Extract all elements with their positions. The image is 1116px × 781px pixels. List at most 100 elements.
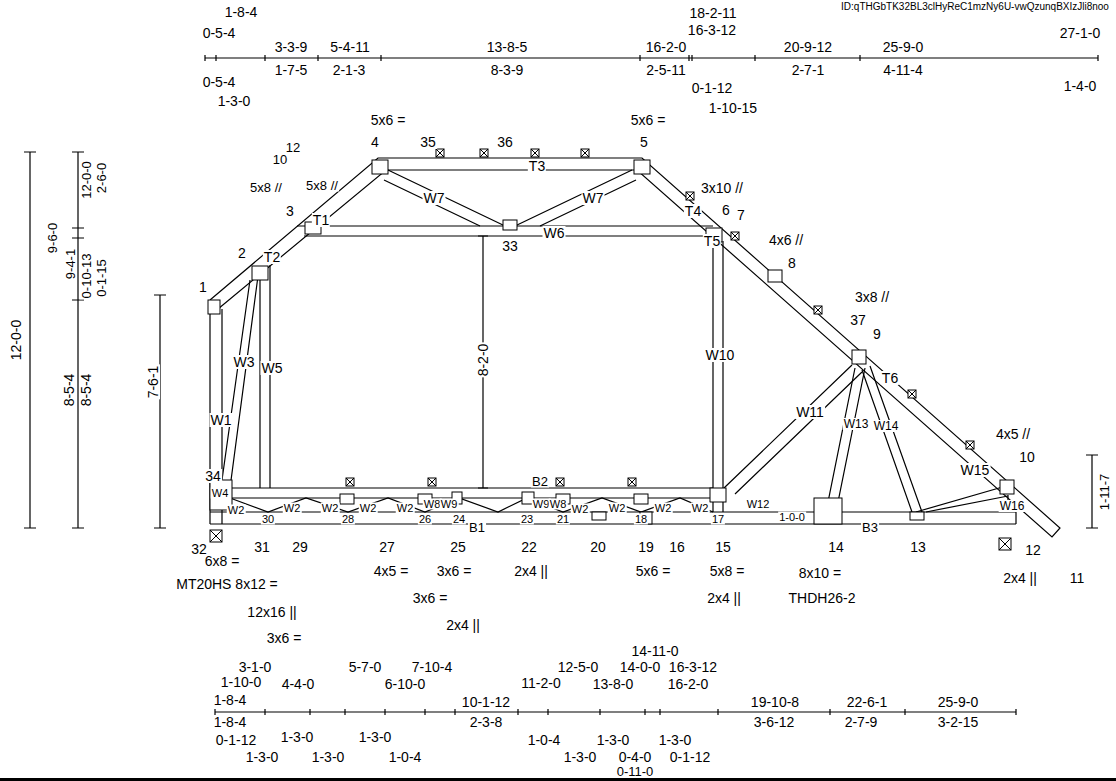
truss-label: B3	[861, 521, 879, 534]
truss-label: 16-3-12	[687, 23, 737, 37]
truss-label: 3x6 =	[266, 631, 303, 645]
truss-label: 0-1-12	[691, 81, 733, 95]
truss-label: W10	[705, 348, 736, 362]
truss-label: W14	[873, 420, 900, 432]
truss-label: 27-1-0	[1059, 26, 1101, 40]
truss-label: W12	[746, 499, 771, 510]
truss-label: 15	[714, 540, 732, 554]
truss-label: 7	[736, 208, 746, 222]
truss-label: 3-2-15	[937, 715, 979, 729]
truss-label: 25-9-0	[882, 40, 924, 54]
truss-label: W15	[960, 463, 991, 477]
truss-label: W8	[549, 499, 568, 510]
truss-label: 10	[1018, 450, 1036, 464]
truss-label: 25	[449, 540, 467, 554]
truss-label: 2x4 ||	[445, 618, 481, 632]
truss-label: W2	[571, 504, 590, 515]
truss-label: 19	[637, 540, 655, 554]
truss-label: 10	[272, 153, 288, 166]
truss-label: 26	[418, 514, 432, 525]
truss-label: 2-7-9	[844, 715, 879, 729]
truss-label: 2x4 ||	[706, 591, 742, 605]
truss-label: 27	[378, 540, 396, 554]
truss-label: 3	[285, 204, 295, 218]
truss-label: 22-6-1	[846, 695, 888, 709]
truss-label: 0-5-4	[202, 26, 237, 40]
truss-label: 1-10-0	[220, 675, 262, 689]
truss-label: 3x10 //	[700, 181, 744, 195]
truss-label: 29	[291, 540, 309, 554]
truss-label: T4	[684, 204, 702, 218]
truss-label: 2x4 ||	[1002, 571, 1038, 585]
truss-label: 0-11-0	[616, 765, 655, 778]
truss-label: 5	[639, 135, 649, 149]
truss-label: W6	[543, 226, 566, 240]
truss-label: 4-11-4	[882, 63, 923, 77]
truss-label: W2	[396, 503, 415, 514]
truss-label: T3	[528, 159, 546, 173]
truss-label: 4-4-0	[281, 677, 316, 691]
truss-label: T1	[312, 213, 330, 227]
truss-label: 0-1-12	[215, 733, 257, 747]
truss-label: 16	[668, 540, 686, 554]
truss-label: 1-4-0	[1063, 79, 1098, 93]
truss-label: 0-5-4	[202, 75, 237, 89]
truss-label: ID:qTHGbTK32BL3clHyReC1mzNy6U-vwQzunqBXI…	[840, 2, 1110, 12]
truss-label: 5x8 //	[249, 181, 283, 194]
truss-label: W2	[321, 503, 340, 514]
truss-label: B1	[468, 521, 486, 534]
truss-label: W3	[233, 355, 256, 369]
truss-label: 7-10-4	[411, 660, 453, 674]
truss-label: W2	[227, 505, 246, 516]
truss-label: W13	[843, 418, 870, 430]
truss-label: 8-3-9	[490, 63, 525, 77]
truss-label: 18	[634, 514, 648, 525]
truss-label: W2	[654, 503, 673, 514]
truss-label: 1-0-4	[527, 733, 562, 747]
truss-label: 13-8-5	[486, 40, 528, 54]
truss-label: 21	[556, 514, 570, 525]
truss-label: 4x5 =	[373, 564, 410, 578]
truss-label: 24	[452, 514, 466, 525]
truss-label: W8	[423, 499, 442, 510]
truss-label: 1-3-0	[245, 750, 280, 764]
truss-label: 2-7-1	[791, 63, 826, 77]
truss-label: 20	[589, 540, 607, 554]
dimension-text: 8-2-0	[476, 343, 490, 378]
truss-label: 14-11-0	[630, 644, 679, 658]
truss-label: 18-2-11	[688, 6, 737, 20]
truss-label: 1-3-0	[596, 733, 631, 747]
truss-label: 19-10-8	[750, 695, 800, 709]
truss-label: W7	[582, 191, 605, 205]
truss-label: 4x5 //	[995, 427, 1031, 441]
truss-label: 12-5-0	[557, 660, 599, 674]
truss-label: 1	[198, 280, 208, 294]
truss-label: 5-4-11	[329, 40, 370, 54]
truss-label: 0-4-0	[618, 750, 653, 764]
truss-label: T6	[881, 371, 899, 385]
truss-label: 23	[520, 514, 534, 525]
truss-label: W4	[211, 488, 230, 499]
truss-label: 4	[370, 135, 380, 149]
dimension-text: 9-4-1	[64, 248, 77, 280]
truss-label: 28	[341, 514, 355, 525]
truss-label: W5	[261, 361, 284, 375]
truss-label: 1-8-4	[224, 5, 259, 19]
truss-label: 37	[849, 313, 867, 327]
truss-label: 14	[827, 540, 845, 554]
truss-label: 1-10-15	[708, 101, 758, 115]
truss-label: W9	[532, 499, 551, 510]
dimension-text: 0-1-15	[95, 258, 108, 298]
truss-label: 22	[520, 540, 538, 554]
dimension-text: 7-6-1	[146, 365, 160, 400]
truss-label: T2	[263, 250, 281, 264]
truss-label: 3x6 =	[436, 564, 473, 578]
truss-label: 5x6 =	[370, 113, 407, 127]
truss-label: 2-3-8	[469, 715, 504, 729]
truss-label: W2	[283, 503, 302, 514]
dimension-text: 0-10-13	[80, 253, 93, 300]
truss-label: 1-3-0	[658, 733, 693, 747]
truss-label: 3-3-9	[274, 40, 309, 54]
truss-label: 12x16 ||	[246, 605, 297, 619]
truss-label: 14-0-0	[619, 660, 661, 674]
